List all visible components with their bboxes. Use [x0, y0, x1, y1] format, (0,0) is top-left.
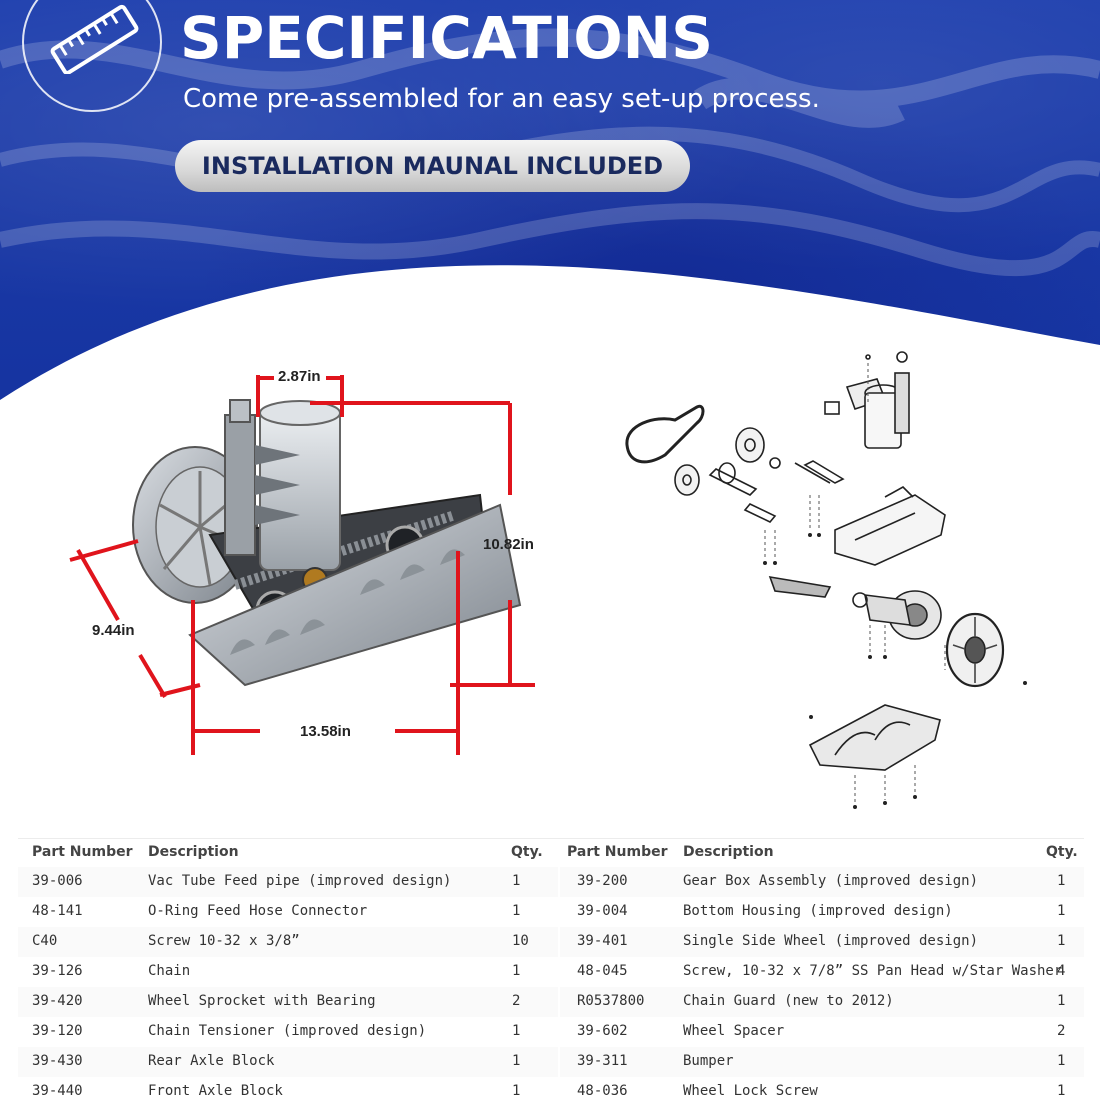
- description-cell: Chain: [148, 963, 191, 979]
- product-dimension-figure: 2.87in 10.82in 9.44in 13.58in: [60, 355, 560, 765]
- description-cell: Wheel Lock Screw: [683, 1083, 818, 1099]
- qty-cell: 1: [512, 1053, 521, 1069]
- part-number-cell: 39-126: [32, 963, 83, 979]
- qty-cell: 2: [512, 993, 521, 1009]
- table-row: 39-126 Chain 1: [18, 957, 558, 987]
- description-cell: Bottom Housing (improved design): [683, 903, 953, 919]
- description-cell: Vac Tube Feed pipe (improved design): [148, 873, 452, 889]
- part-number-cell: 39-311: [577, 1053, 628, 1069]
- part-number-cell: 48-045: [577, 963, 628, 979]
- qty-cell: 10: [512, 933, 529, 949]
- part-number-cell: 39-401: [577, 933, 628, 949]
- description-cell: Wheel Spacer: [683, 1023, 785, 1039]
- description-cell: Rear Axle Block: [148, 1053, 275, 1069]
- qty-cell: 1: [512, 873, 521, 889]
- parts-table-right: Part Number Description Qty. 39-200 Gear …: [560, 839, 1084, 1100]
- parts-diagram-drawing: [625, 351, 1027, 809]
- qty-cell: 1: [1057, 1053, 1066, 1069]
- table-row: 48-036 Wheel Lock Screw 1: [560, 1077, 1084, 1100]
- part-number-cell: 39-430: [32, 1053, 83, 1069]
- table-row: 39-401 Single Side Wheel (improved design…: [560, 927, 1084, 957]
- header-description: Description: [148, 844, 239, 860]
- dimension-depth-label: 9.44in: [92, 622, 135, 639]
- description-cell: Front Axle Block: [148, 1083, 283, 1099]
- parts-table: Part Number Description Qty. 39-006 Vac T…: [18, 838, 1084, 1100]
- table-row: 39-430 Rear Axle Block 1: [18, 1047, 558, 1077]
- table-row: 39-602 Wheel Spacer 2: [560, 1017, 1084, 1047]
- table-row: R0537800 Chain Guard (new to 2012) 1: [560, 987, 1084, 1017]
- qty-cell: 1: [1057, 1083, 1066, 1099]
- qty-cell: 1: [1057, 903, 1066, 919]
- page-subtitle: Come pre-assembled for an easy set-up pr…: [183, 84, 820, 114]
- qty-cell: 1: [512, 903, 521, 919]
- header-description: Description: [683, 844, 774, 860]
- table-row: 48-045 Screw, 10-32 x 7/8” SS Pan Head w/…: [560, 957, 1084, 987]
- header-qty: Qty.: [1046, 844, 1078, 860]
- part-number-cell: 39-006: [32, 873, 83, 889]
- dimension-height-label: 10.82in: [483, 536, 534, 553]
- part-number-cell: 39-004: [577, 903, 628, 919]
- description-cell: Gear Box Assembly (improved design): [683, 873, 979, 889]
- parts-table-left: Part Number Description Qty. 39-006 Vac T…: [18, 839, 558, 1100]
- table-row: 39-440 Front Axle Block 1: [18, 1077, 558, 1100]
- table-row: 39-120 Chain Tensioner (improved design) 1: [18, 1017, 558, 1047]
- qty-cell: 1: [1057, 873, 1066, 889]
- table-row: C40 Screw 10-32 x 3/8” 10: [18, 927, 558, 957]
- part-number-cell: 39-200: [577, 873, 628, 889]
- header-part-number: Part Number: [567, 844, 668, 860]
- dimension-width-label: 13.58in: [300, 723, 351, 740]
- description-cell: Chain Tensioner (improved design): [148, 1023, 427, 1039]
- part-number-cell: C40: [32, 933, 58, 949]
- qty-cell: 1: [1057, 993, 1066, 1009]
- part-number-cell: 39-440: [32, 1083, 83, 1099]
- manual-included-badge: INSTALLATION MAUNAL INCLUDED: [175, 140, 690, 192]
- table-row: 39-311 Bumper 1: [560, 1047, 1084, 1077]
- description-cell: Wheel Sprocket with Bearing: [148, 993, 376, 1009]
- part-number-cell: 39-120: [32, 1023, 83, 1039]
- description-cell: Screw 10-32 x 3/8”: [148, 933, 300, 949]
- qty-cell: 1: [512, 963, 521, 979]
- qty-cell: 1: [1057, 933, 1066, 949]
- description-cell: Screw, 10-32 x 7/8” SS Pan Head w/Star W…: [683, 963, 1063, 979]
- header-part-number: Part Number: [32, 844, 133, 860]
- header-qty: Qty.: [511, 844, 543, 860]
- exploded-parts-diagram: [585, 345, 1070, 825]
- qty-cell: 1: [512, 1023, 521, 1039]
- description-cell: Chain Guard (new to 2012): [683, 993, 894, 1009]
- table-row: 39-420 Wheel Sprocket with Bearing 2: [18, 987, 558, 1017]
- table-row: 39-004 Bottom Housing (improved design) 1: [560, 897, 1084, 927]
- part-number-cell: 48-141: [32, 903, 83, 919]
- table-row: 39-006 Vac Tube Feed pipe (improved desig…: [18, 867, 558, 897]
- table-header: Part Number Description Qty.: [560, 839, 1084, 867]
- dimension-top-label: 2.87in: [278, 368, 321, 385]
- description-cell: Bumper: [683, 1053, 734, 1069]
- page-title: SPECIFICATIONS: [180, 4, 713, 72]
- part-number-cell: 39-602: [577, 1023, 628, 1039]
- table-header: Part Number Description Qty.: [18, 839, 558, 867]
- pool-cleaner-image: [69, 375, 535, 755]
- qty-cell: 1: [512, 1083, 521, 1099]
- table-row: 39-200 Gear Box Assembly (improved design…: [560, 867, 1084, 897]
- part-number-cell: R0537800: [577, 993, 645, 1009]
- table-row: 48-141 O-Ring Feed Hose Connector 1: [18, 897, 558, 927]
- part-number-cell: 48-036: [577, 1083, 628, 1099]
- ruler-icon: [50, 4, 139, 74]
- qty-cell: 2: [1057, 1023, 1066, 1039]
- part-number-cell: 39-420: [32, 993, 83, 1009]
- qty-cell: 4: [1057, 963, 1066, 979]
- description-cell: Single Side Wheel (improved design): [683, 933, 979, 949]
- description-cell: O-Ring Feed Hose Connector: [148, 903, 368, 919]
